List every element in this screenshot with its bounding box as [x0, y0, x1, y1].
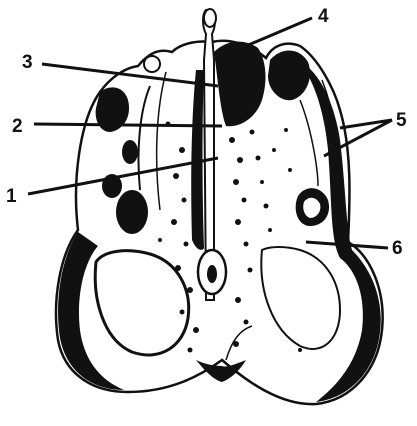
callout-label-6: 6: [392, 238, 403, 259]
callout-label-3: 3: [22, 52, 33, 73]
bone-body: [56, 9, 383, 404]
leader-line-4: [246, 18, 312, 46]
callout-label-5: 5: [396, 110, 407, 131]
callout-label-2: 2: [12, 116, 23, 137]
callout-label-1: 1: [6, 186, 17, 207]
callout-label-4: 4: [318, 6, 329, 27]
leader-line-2: [34, 124, 222, 126]
